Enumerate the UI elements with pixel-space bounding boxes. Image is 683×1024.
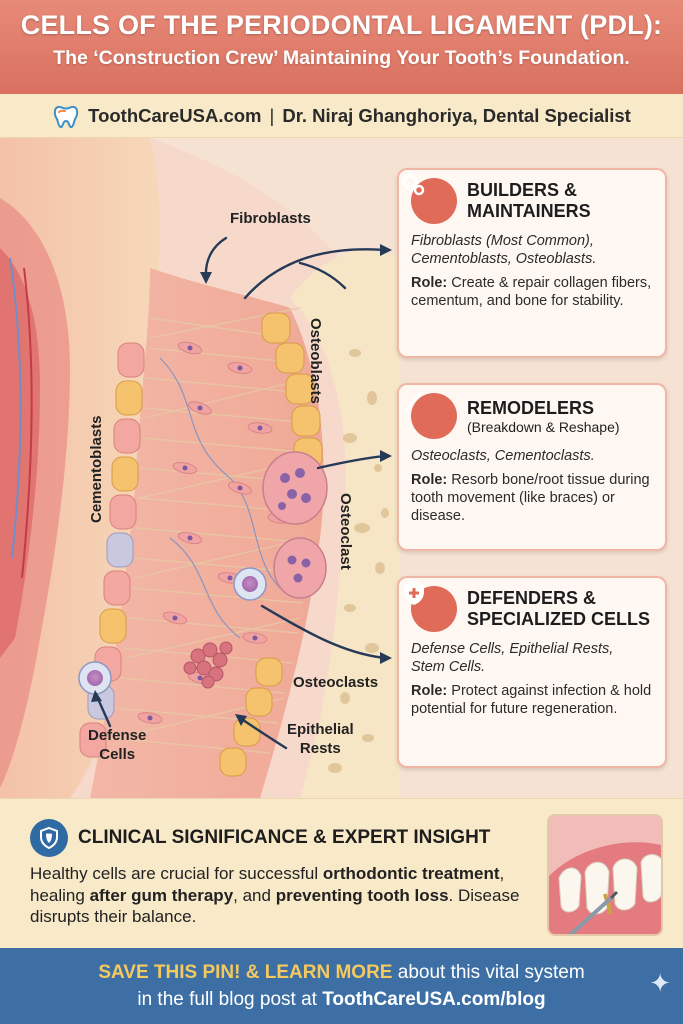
role-label: Role: (411, 275, 448, 291)
card-defenders: DEFENDERS & SPECIALIZED CELLS Defense Ce… (397, 576, 667, 768)
clinical-section: CLINICAL SIGNIFICANCE & EXPERT INSIGHT H… (0, 798, 683, 948)
scalpel-icon (403, 391, 457, 439)
role-text: Create & repair collagen fibers, cementu… (411, 275, 652, 309)
page-subtitle: The ‘Construction Crew’ Maintaining Your… (53, 47, 630, 69)
role-label: Role: (411, 683, 448, 699)
card-remodelers-title: REMODELERS (467, 397, 595, 418)
role-text: Protect against infection & hold potenti… (411, 683, 652, 717)
card-remodelers-subtitle: (Breakdown & Reshape) (467, 418, 620, 435)
role-text: Resorb bone/root tissue during tooth mov… (411, 472, 650, 524)
card-builders-title-1: BUILDERS & (467, 180, 578, 200)
label-osteoblasts: Osteoblasts (307, 318, 324, 404)
pdl-illustration: Fibroblasts Osteoblasts Cementoblasts Os… (0, 138, 683, 798)
site-name: ToothCareUSA.com (88, 104, 262, 126)
clinical-text-1: Healthy cells are crucial for successful (30, 864, 323, 883)
footer-banner: SAVE THIS PIN! & LEARN MORE about this v… (0, 948, 683, 1024)
clinical-title: CLINICAL SIGNIFICANCE & EXPERT INSIGHT (78, 827, 491, 848)
label-fibroblasts: Fibroblasts (230, 210, 311, 227)
label-epithelial-line-1: Epithelial (287, 721, 354, 738)
clinical-bold-2: after gum therapy (89, 885, 234, 905)
clinical-body: Healthy cells are crucial for successful… (30, 863, 530, 928)
author-name: Dr. Niraj Ghanghoriya, Dental Specialist (282, 104, 631, 126)
clinical-bold-1: orthodontic treatment (322, 864, 500, 883)
clinical-bold-3: preventing tooth loss (275, 885, 449, 905)
label-osteoclasts: Osteoclasts (293, 674, 379, 691)
footer-line-1-text: about this vital system (392, 962, 585, 983)
card-defenders-title-1: DEFENDERS & (467, 588, 597, 608)
label-defense-line-2: Cells (99, 746, 136, 763)
card-builders-role: Role: Create & repair collagen fibers, c… (411, 274, 653, 310)
footer-line-2-text: in the full blog post at (137, 989, 323, 1010)
label-epithelial-line-2: Rests (299, 740, 341, 757)
card-defenders-title-2: SPECIALIZED CELLS (467, 609, 651, 629)
label-osteoclast-vertical: Osteoclast (337, 493, 354, 570)
epithelial-rest-cluster (183, 641, 233, 689)
card-defenders-role: Role: Protect against infection & hold p… (411, 682, 653, 718)
blog-link[interactable]: ToothCareUSA.com/blog (322, 989, 546, 1010)
page-title: CELLS OF THE PERIODONTAL LIGAMENT (PDL): (20, 10, 663, 40)
card-remodelers-cells: Osteoclasts, Cementoclasts. (411, 448, 595, 464)
byline-separator: | (269, 104, 275, 126)
clinical-text-2: , healing (30, 864, 505, 905)
cementoblast-row (79, 342, 145, 758)
label-defense-line-1: Defense (88, 727, 147, 744)
label-cementoblasts: Cementoblasts (88, 415, 105, 523)
gum-treatment-image (547, 814, 663, 936)
clinical-text-4: . Disease disrupts their balance. (30, 885, 520, 927)
sparkle-icon: ✦ (649, 968, 671, 998)
osteoclast-cells (262, 451, 328, 599)
gears-icon (401, 173, 457, 224)
byline-bar: ToothCareUSA.com | Dr. Niraj Ghanghoriya… (0, 94, 683, 138)
defense-cell-shapes (78, 567, 267, 695)
footer-highlight: SAVE THIS PIN! & LEARN MORE (98, 962, 393, 983)
footer-line-1: SAVE THIS PIN! & LEARN MORE about this v… (0, 948, 683, 984)
label-defense-cells: Defense Cells (88, 726, 146, 764)
header-banner: CELLS OF THE PERIODONTAL LIGAMENT (PDL):… (0, 0, 683, 94)
card-builders-cells-1: Fibroblasts (Most Common), (411, 233, 594, 249)
connector-arrows (95, 236, 387, 750)
card-defenders-cells-1: Defense Cells, Epithelial Rests, (411, 641, 614, 657)
shield-cross-icon (404, 581, 457, 632)
card-remodelers-role: Role: Resorb bone/root tissue during too… (411, 471, 653, 525)
arrow-heads (91, 244, 392, 726)
shield-icon (30, 819, 68, 857)
card-builders: BUILDERS & MAINTAINERS Fibroblasts (Most… (397, 168, 667, 358)
blood-vessels (159, 357, 281, 639)
tooth-logo-icon (54, 105, 79, 128)
label-epithelial-rests: Epithelial Rests (287, 720, 354, 758)
role-label: Role: (411, 472, 448, 488)
card-defenders-cells-2: Stem Cells. (411, 659, 486, 675)
card-builders-cells-2: Cementoblasts, Osteoblasts. (411, 251, 597, 267)
card-remodelers: REMODELERS (Breakdown & Reshape) Osteocl… (397, 383, 667, 551)
card-builders-title-2: MAINTAINERS (467, 201, 591, 221)
footer-line-2: in the full blog post at ToothCareUSA.co… (0, 984, 683, 1011)
bone-pores (328, 349, 389, 773)
clinical-text-3: , and (233, 885, 276, 905)
